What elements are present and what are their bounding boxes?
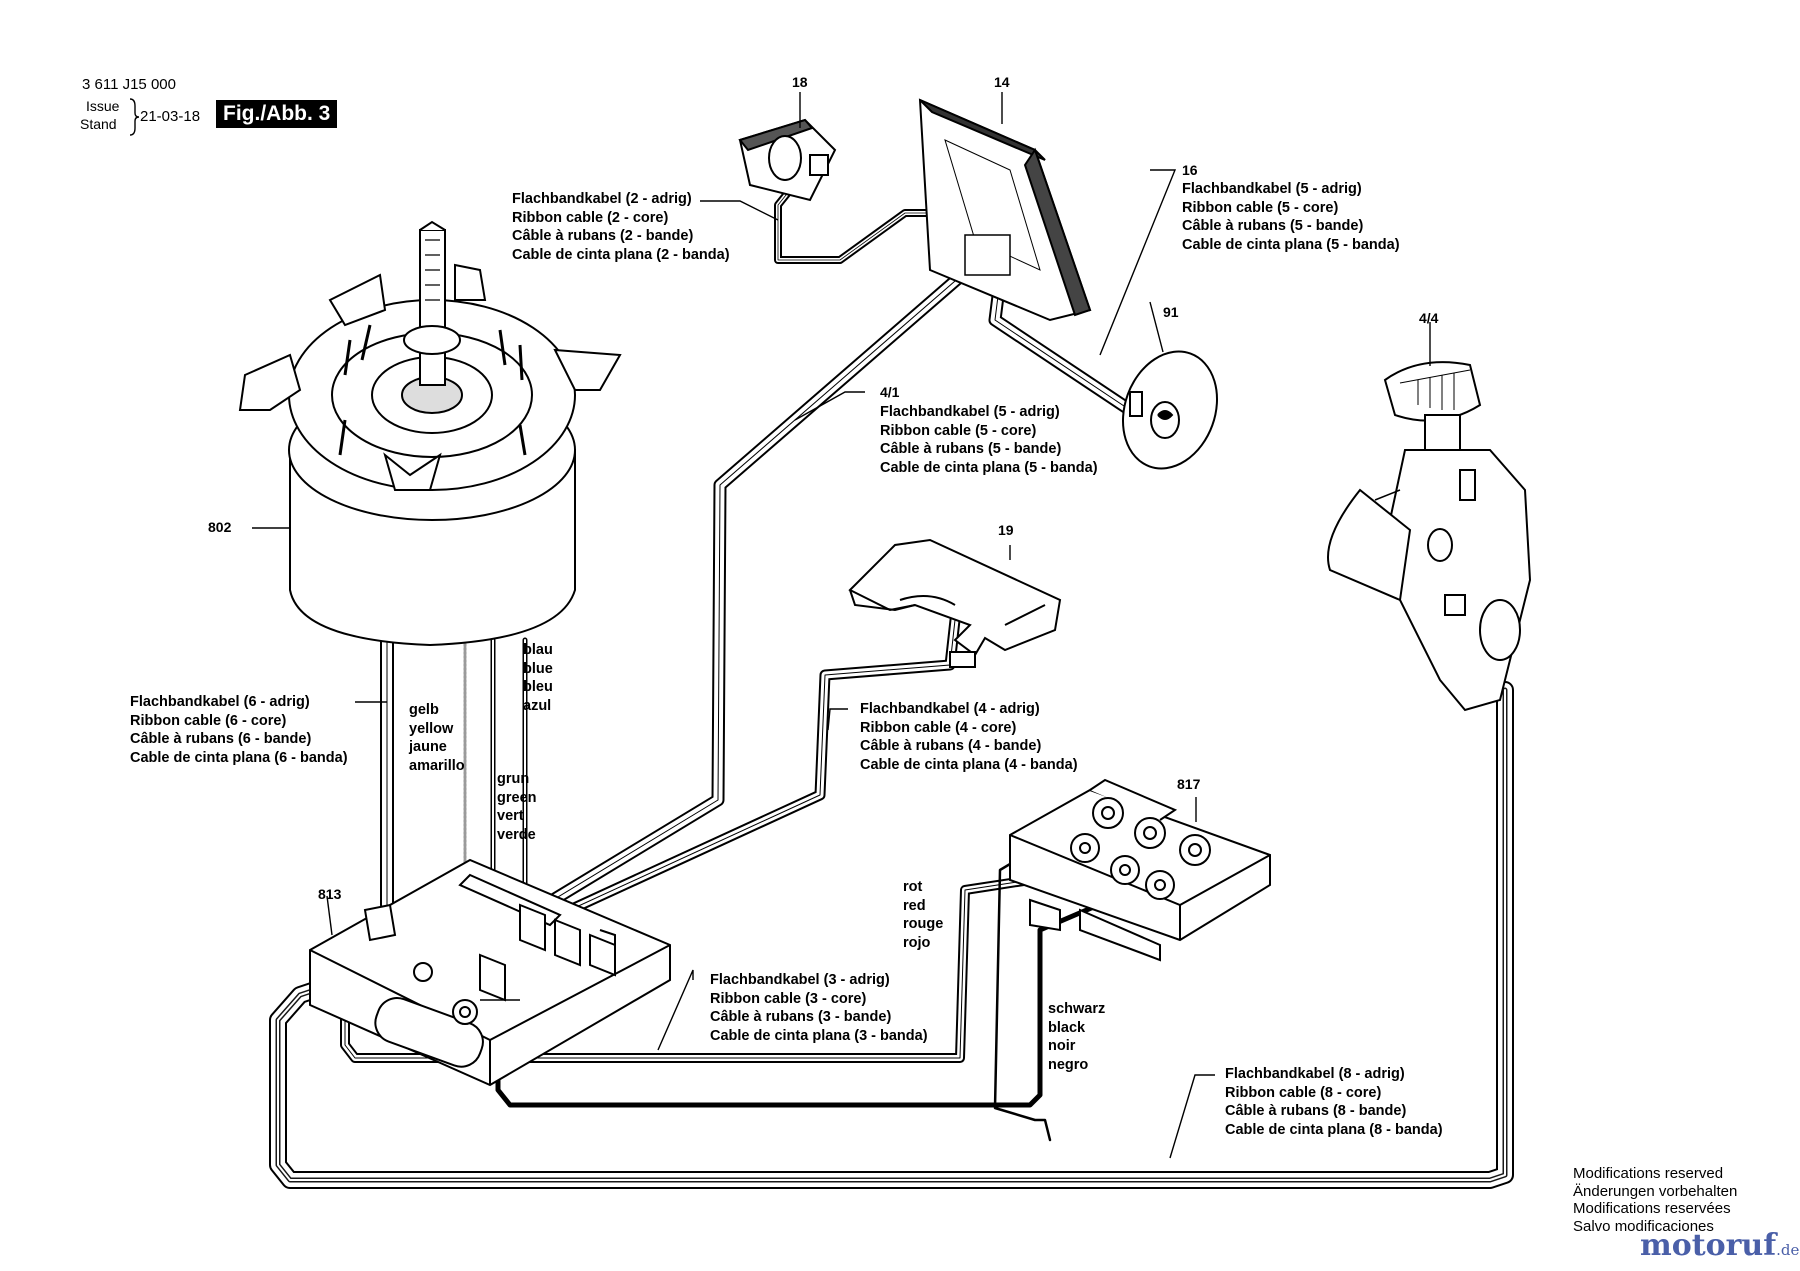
ribbon-cable-4-core (542, 614, 961, 926)
part-number-18: 18 (792, 74, 808, 90)
part-number-4-1: 4/1 (880, 384, 900, 400)
part-91-connector (1121, 350, 1219, 470)
ribbon-cable-8-core (269, 681, 1514, 1189)
cable-label-2-core: Flachbandkabel (2 - adrig)Ribbon cable (… (512, 191, 730, 263)
part-14-display (918, 98, 1092, 322)
cable-label-5-core-4-1: Flachbandkabel (5 - adrig)Ribbon cable (… (880, 404, 1098, 476)
watermark-logo: motoruf.de (1640, 1228, 1800, 1263)
stand-label: Stand (80, 116, 117, 132)
part-number-14: 14 (994, 74, 1010, 90)
part-number-4-4: 4/4 (1419, 310, 1439, 326)
part-number-19: 19 (998, 522, 1014, 538)
brace-icon (129, 98, 140, 136)
part-813-electronics (309, 858, 671, 1087)
part-18-module (738, 118, 837, 202)
part-number-817: 817 (1177, 776, 1201, 792)
cable-label-6-core: Flachbandkabel (6 - adrig)Ribbon cable (… (130, 694, 348, 766)
cable-label-8-core: Flachbandkabel (8 - adrig)Ribbon cable (… (1225, 1066, 1443, 1138)
part-number-16: 16 (1182, 162, 1198, 178)
part-19-bracket (848, 538, 1062, 668)
part-802-motor (238, 220, 622, 647)
issue-date: 21-03-18 (140, 108, 201, 125)
part-number-813: 813 (318, 886, 342, 902)
part-number-802: 802 (208, 519, 232, 535)
cable-label-3-core: Flachbandkabel (3 - adrig)Ribbon cable (… (710, 972, 928, 1044)
cable-label-4-core: Flachbandkabel (4 - adrig)Ribbon cable (… (860, 701, 1078, 773)
part-817-switch (1009, 778, 1271, 962)
part-4-4-switch-handle (1327, 361, 1532, 712)
issue-label: Issue (86, 98, 120, 114)
cable-label-5-core-16: Flachbandkabel (5 - adrig)Ribbon cable (… (1182, 181, 1400, 253)
part-number: 3 611 J15 000 (82, 76, 176, 93)
leader-lines (252, 92, 1431, 1159)
red-wire (993, 853, 1052, 1142)
part-number-91: 91 (1163, 304, 1179, 320)
ribbon-cable-5-core-to-813 (513, 248, 992, 927)
modifications-notice: Modifications reserved Änderungen vorbeh… (1573, 1165, 1738, 1235)
figure-label: Fig./Abb. 3 (216, 100, 338, 128)
